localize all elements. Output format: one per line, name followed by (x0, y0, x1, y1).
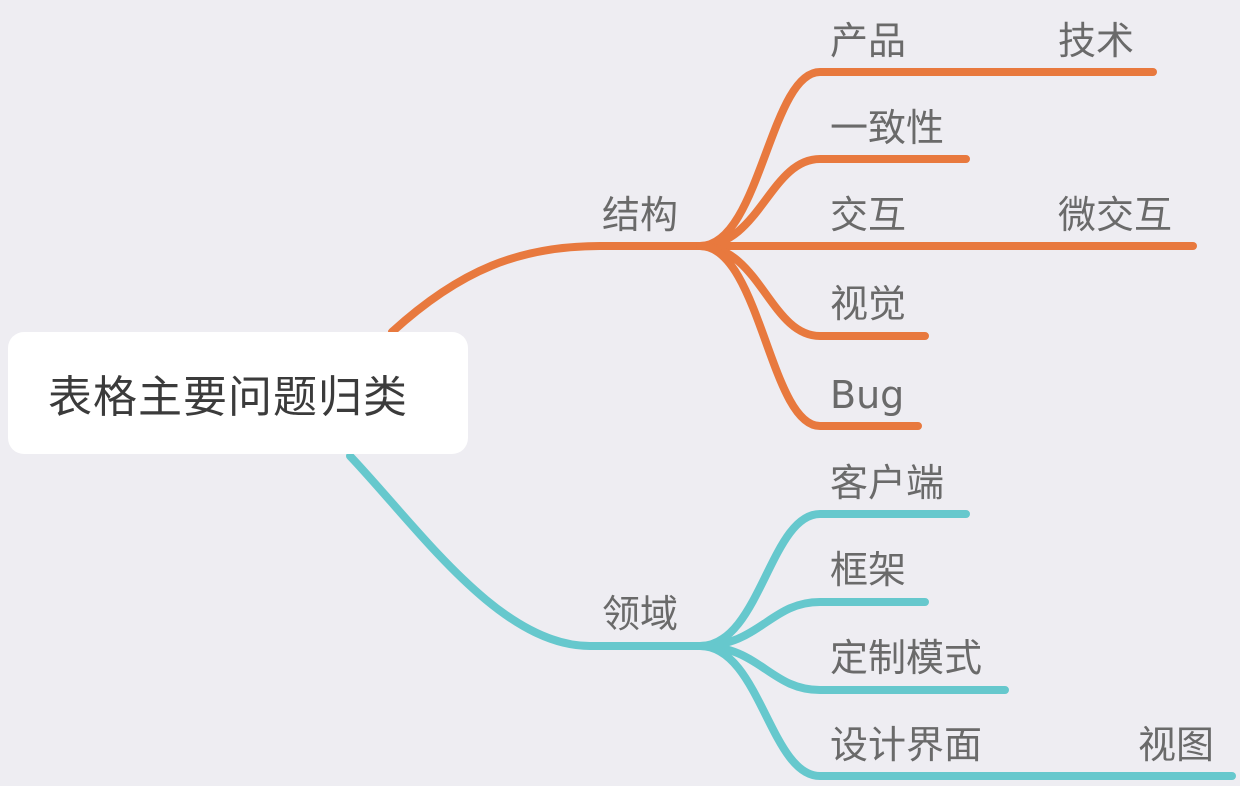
branch-label-domain[interactable]: 领域 (602, 592, 679, 636)
node-label-visual[interactable]: 视觉 (830, 282, 907, 326)
node-label-view[interactable]: 视图 (1138, 723, 1215, 767)
node-label-micro-interaction[interactable]: 微交互 (1058, 193, 1173, 237)
node-label-client[interactable]: 客户端 (830, 461, 945, 505)
edge-domain-to-framework (696, 598, 929, 650)
structure-branch-lines (388, 68, 1197, 430)
node-label-design-ui[interactable]: 设计界面 (830, 723, 983, 767)
root-node[interactable]: 表格主要问题归类 (8, 332, 468, 454)
node-label-technology[interactable]: 技术 (1058, 19, 1135, 63)
root-label: 表格主要问题归类 (48, 372, 408, 423)
edge-domain-to-design-ui (696, 642, 1009, 780)
edge-structure-to-bug (696, 242, 922, 430)
edge-structure-to-consistency (696, 155, 970, 250)
node-label-consistency[interactable]: 一致性 (830, 106, 945, 150)
node-label-interaction[interactable]: 交互 (830, 193, 907, 237)
node-label-bug[interactable]: Bug (830, 373, 905, 417)
edge-domain-to-client (696, 510, 970, 650)
domain-branch-lines (346, 452, 1236, 780)
node-label-product[interactable]: 产品 (830, 19, 907, 63)
edge-structure-to-product (696, 68, 929, 250)
edge-root-to-domain (346, 452, 704, 650)
edge-root-to-structure (388, 242, 704, 336)
branch-label-structure[interactable]: 结构 (602, 193, 679, 237)
node-label-framework[interactable]: 框架 (830, 548, 907, 592)
node-label-custom-mode[interactable]: 定制模式 (830, 636, 983, 680)
